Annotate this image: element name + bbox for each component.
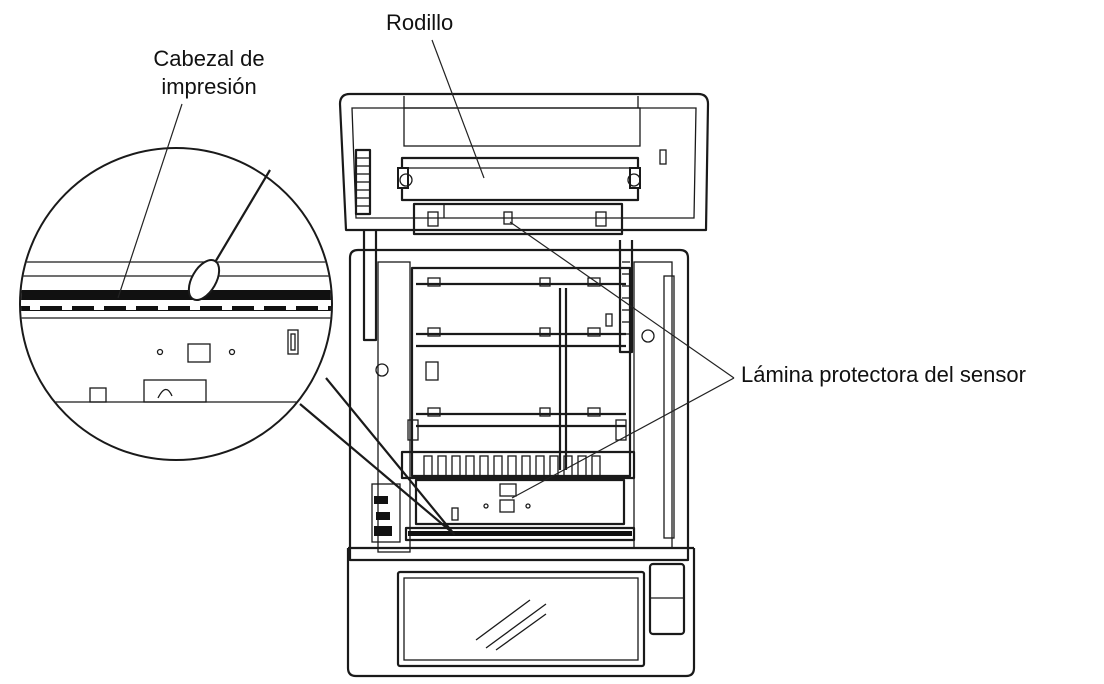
cotton-swab [187,169,271,301]
paper-compartment [407,266,632,478]
zoom-callout [19,147,456,536]
print-head-area [404,478,636,542]
tear-bar [400,450,636,480]
leader-roller [431,39,485,179]
label-print-head-line2: impresión [161,74,257,99]
leader-sensor-lower [511,377,735,499]
front-window-panel [396,570,646,668]
roller [397,156,641,202]
side-rails [375,261,675,553]
gear-left [354,148,372,216]
side-button [648,562,686,636]
open-top-cover [338,92,710,232]
leader-lines [117,39,735,499]
cable-connector [371,483,401,543]
cutter-plate [412,202,624,236]
leader-print-head [117,103,183,299]
label-sensor-sheet: Lámina protectora del sensor [741,362,1026,387]
leader-sensor-upper [509,221,735,379]
label-print-head-line1: Cabezal de [153,46,265,71]
label-print-head: Cabezal de impresión [138,45,280,101]
label-roller: Rodillo [386,10,454,35]
